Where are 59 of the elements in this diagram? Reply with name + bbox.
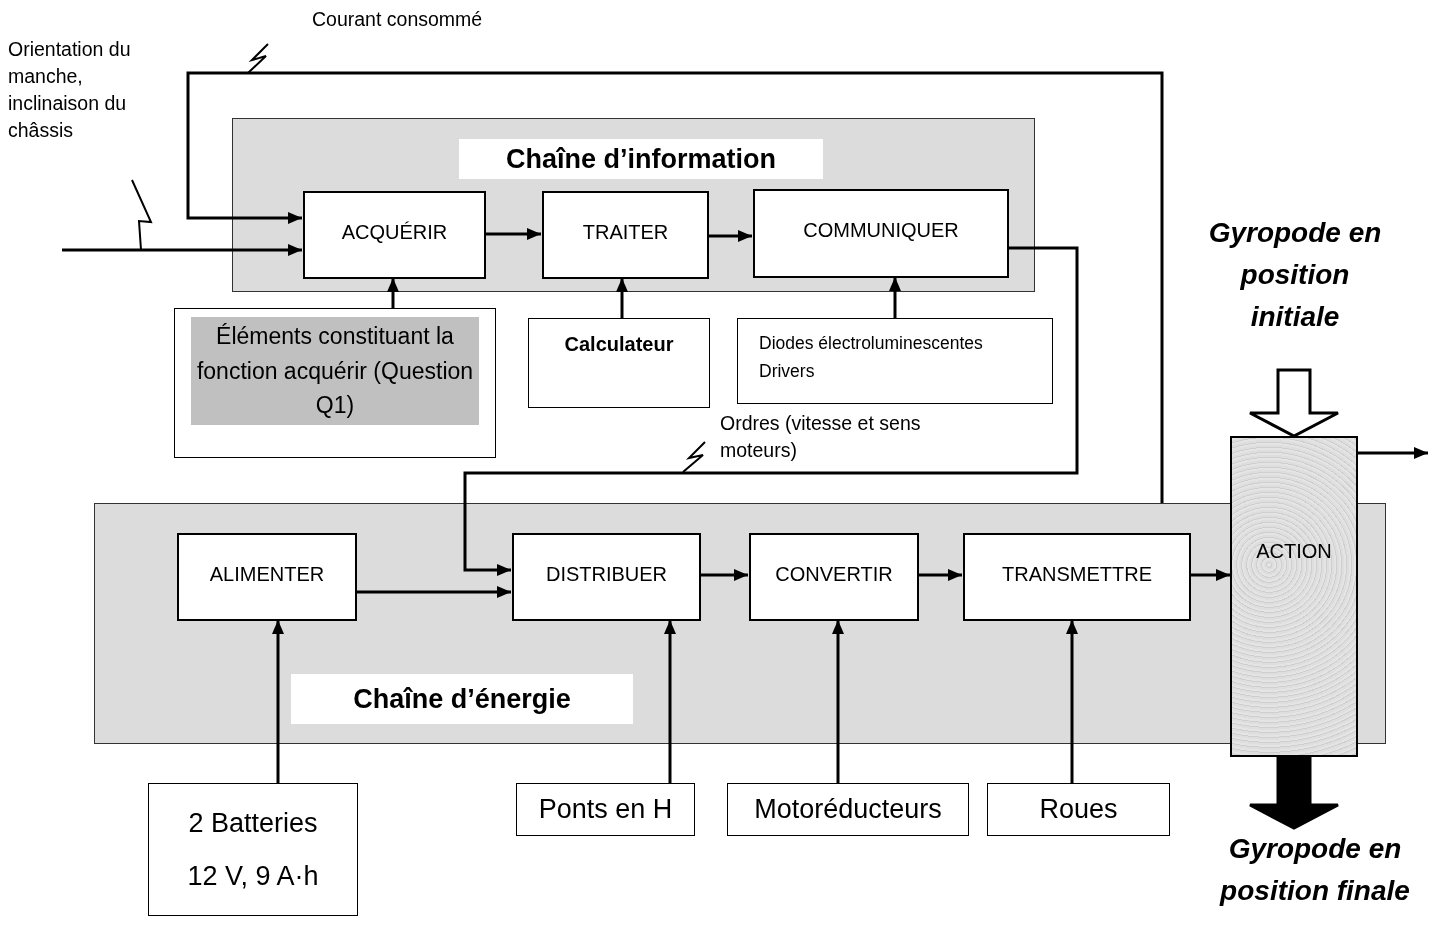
component-box — [727, 783, 969, 836]
arrow — [272, 620, 284, 783]
component-box — [516, 783, 695, 836]
arrow — [832, 620, 844, 783]
function-box — [753, 189, 1009, 278]
function-label: COMMUNIQUER — [803, 219, 959, 242]
component-label: Calculateur — [564, 333, 674, 356]
function-label: ALIMENTER — [209, 563, 325, 586]
component-box — [737, 318, 1053, 404]
panel-title: Chaîne d’énergie — [291, 674, 633, 724]
arrow — [616, 278, 628, 318]
function-box — [542, 191, 709, 279]
function-box — [963, 533, 1191, 621]
arrow — [1190, 569, 1230, 581]
component-box — [528, 318, 710, 408]
arrow — [1358, 447, 1428, 459]
arrow — [889, 277, 901, 318]
component-label: Motoréducteurs — [754, 794, 942, 825]
arrow — [485, 228, 541, 240]
function-box — [512, 533, 701, 621]
state-label: Gyropode en position initiale — [1207, 216, 1383, 334]
arrow — [1066, 620, 1078, 783]
signal-label: Orientation du manche, inclinaison du châssis — [8, 37, 132, 143]
arrow — [700, 569, 748, 581]
component-label: 12 V, 9 A·h — [187, 860, 319, 892]
arrow — [708, 230, 752, 242]
function-label: TRAITER — [582, 221, 669, 244]
component-box — [987, 783, 1170, 836]
chain-panel — [232, 118, 1035, 292]
function-box — [749, 533, 919, 621]
arrow — [387, 278, 399, 308]
panel-title: Chaîne d’information — [459, 139, 823, 179]
arrow — [62, 244, 302, 256]
arrow — [356, 586, 511, 598]
component-label: Diodes électroluminescentes — [759, 332, 983, 355]
arrow — [463, 246, 1079, 576]
edge-label: Courant consommé — [312, 7, 484, 32]
edge-label: Ordres (vitesse et sens moteurs) — [720, 411, 922, 463]
arrow — [664, 620, 676, 783]
component-box — [174, 308, 496, 458]
block-arrow — [1248, 368, 1340, 438]
function-label: CONVERTIR — [775, 563, 893, 586]
action-block — [1230, 436, 1358, 757]
component-label: Éléments constituant la fonction acquérir (Question Q1) — [191, 317, 479, 425]
action-label: ACTION — [1256, 540, 1332, 564]
block-arrow — [1248, 755, 1340, 830]
component-box — [148, 783, 358, 916]
function-label: DISTRIBUER — [545, 563, 668, 586]
component-label: Ponts en H — [538, 794, 673, 825]
component-label: Roues — [1039, 794, 1118, 825]
function-label: TRANSMETTRE — [1002, 563, 1152, 586]
function-box — [303, 191, 486, 279]
function-box — [177, 533, 357, 621]
component-label: 2 Batteries — [188, 807, 318, 839]
arrow — [918, 569, 962, 581]
state-label: Gyropode en position finale — [1218, 832, 1411, 908]
arrow — [186, 71, 1164, 503]
component-label: Drivers — [759, 360, 815, 383]
function-label: ACQUÉRIR — [341, 221, 448, 244]
